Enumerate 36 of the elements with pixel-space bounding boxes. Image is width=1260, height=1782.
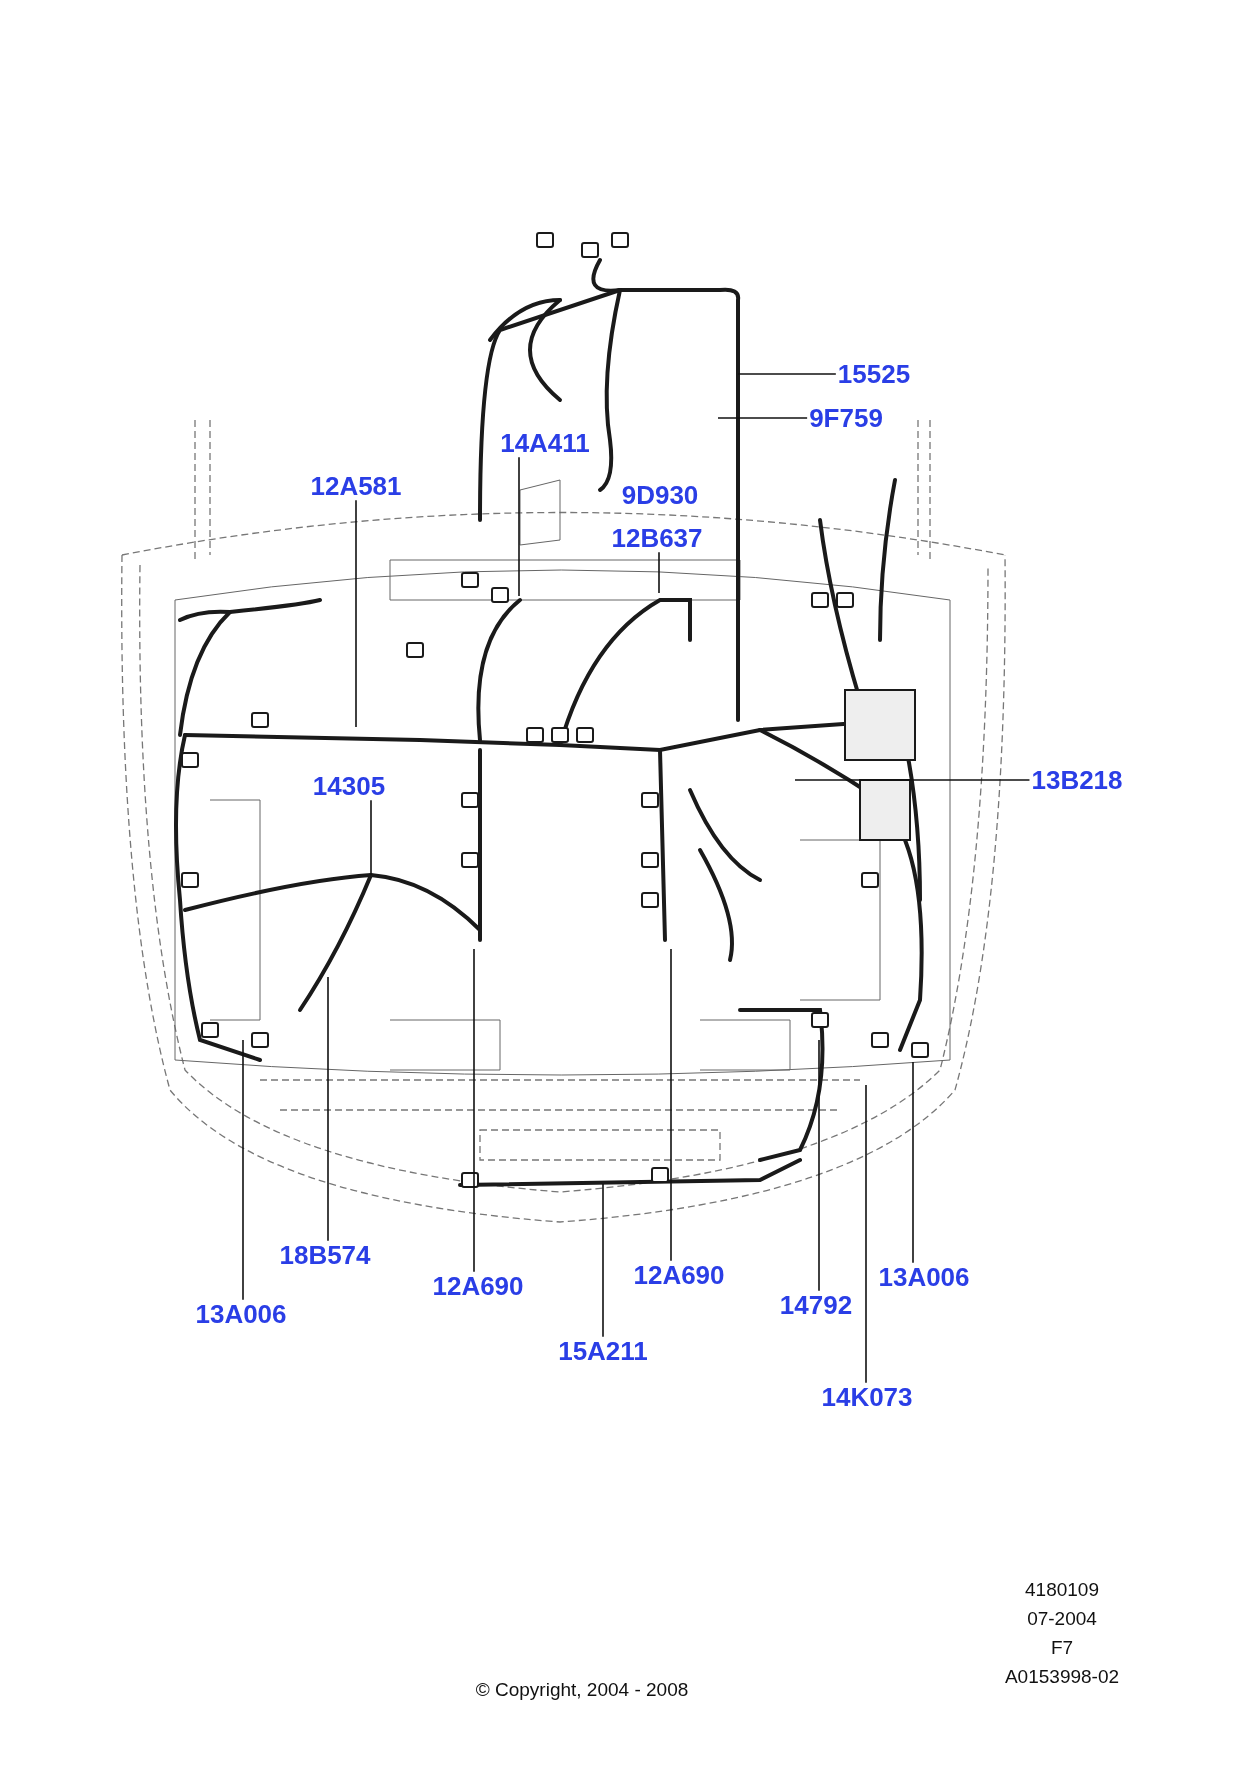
callout-number: 14A411 bbox=[500, 428, 590, 458]
callout-number: 12A690 bbox=[633, 1260, 725, 1290]
callout-number: 9D930 bbox=[621, 480, 699, 510]
leader-line bbox=[518, 456, 520, 597]
callout-number: 12B637 bbox=[611, 523, 703, 553]
drawing-reference: 07-2004 bbox=[1027, 1608, 1097, 1630]
callout-number: 14305 bbox=[312, 771, 386, 801]
callout-number: 12A690 bbox=[432, 1271, 524, 1301]
leader-line bbox=[602, 1183, 604, 1338]
leader-line bbox=[737, 373, 837, 375]
leader-line bbox=[327, 976, 329, 1242]
callout-number: 13A006 bbox=[195, 1299, 287, 1329]
leader-line bbox=[717, 417, 808, 419]
drawing-reference: 4180109 bbox=[1025, 1579, 1099, 1601]
callout-number: 15A211 bbox=[558, 1336, 648, 1366]
callout-number: 13B218 bbox=[1031, 765, 1123, 795]
leader-line bbox=[658, 551, 660, 594]
leader-line bbox=[865, 1084, 867, 1384]
callout-number: 12A581 bbox=[310, 471, 402, 501]
leader-line bbox=[473, 948, 475, 1273]
leader-line bbox=[818, 1039, 820, 1292]
leader-line bbox=[670, 948, 672, 1262]
callout-number: 15525 bbox=[837, 359, 911, 389]
leader-line bbox=[242, 1039, 244, 1301]
drawing-reference: F7 bbox=[1050, 1637, 1074, 1659]
callout-number: 18B574 bbox=[279, 1240, 371, 1270]
leader-line bbox=[794, 779, 1031, 781]
leader-line bbox=[912, 1061, 914, 1264]
callout-number: 14K073 bbox=[821, 1382, 913, 1412]
callout-number: 13A006 bbox=[878, 1262, 970, 1292]
copyright-note: © Copyright, 2004 - 2008 bbox=[475, 1679, 689, 1701]
callout-number: 14792 bbox=[779, 1290, 853, 1320]
leader-line bbox=[370, 799, 372, 876]
callout-number: 9F759 bbox=[809, 403, 883, 433]
drawing-reference: A0153998-02 bbox=[1004, 1666, 1120, 1688]
leader-line bbox=[355, 499, 357, 728]
